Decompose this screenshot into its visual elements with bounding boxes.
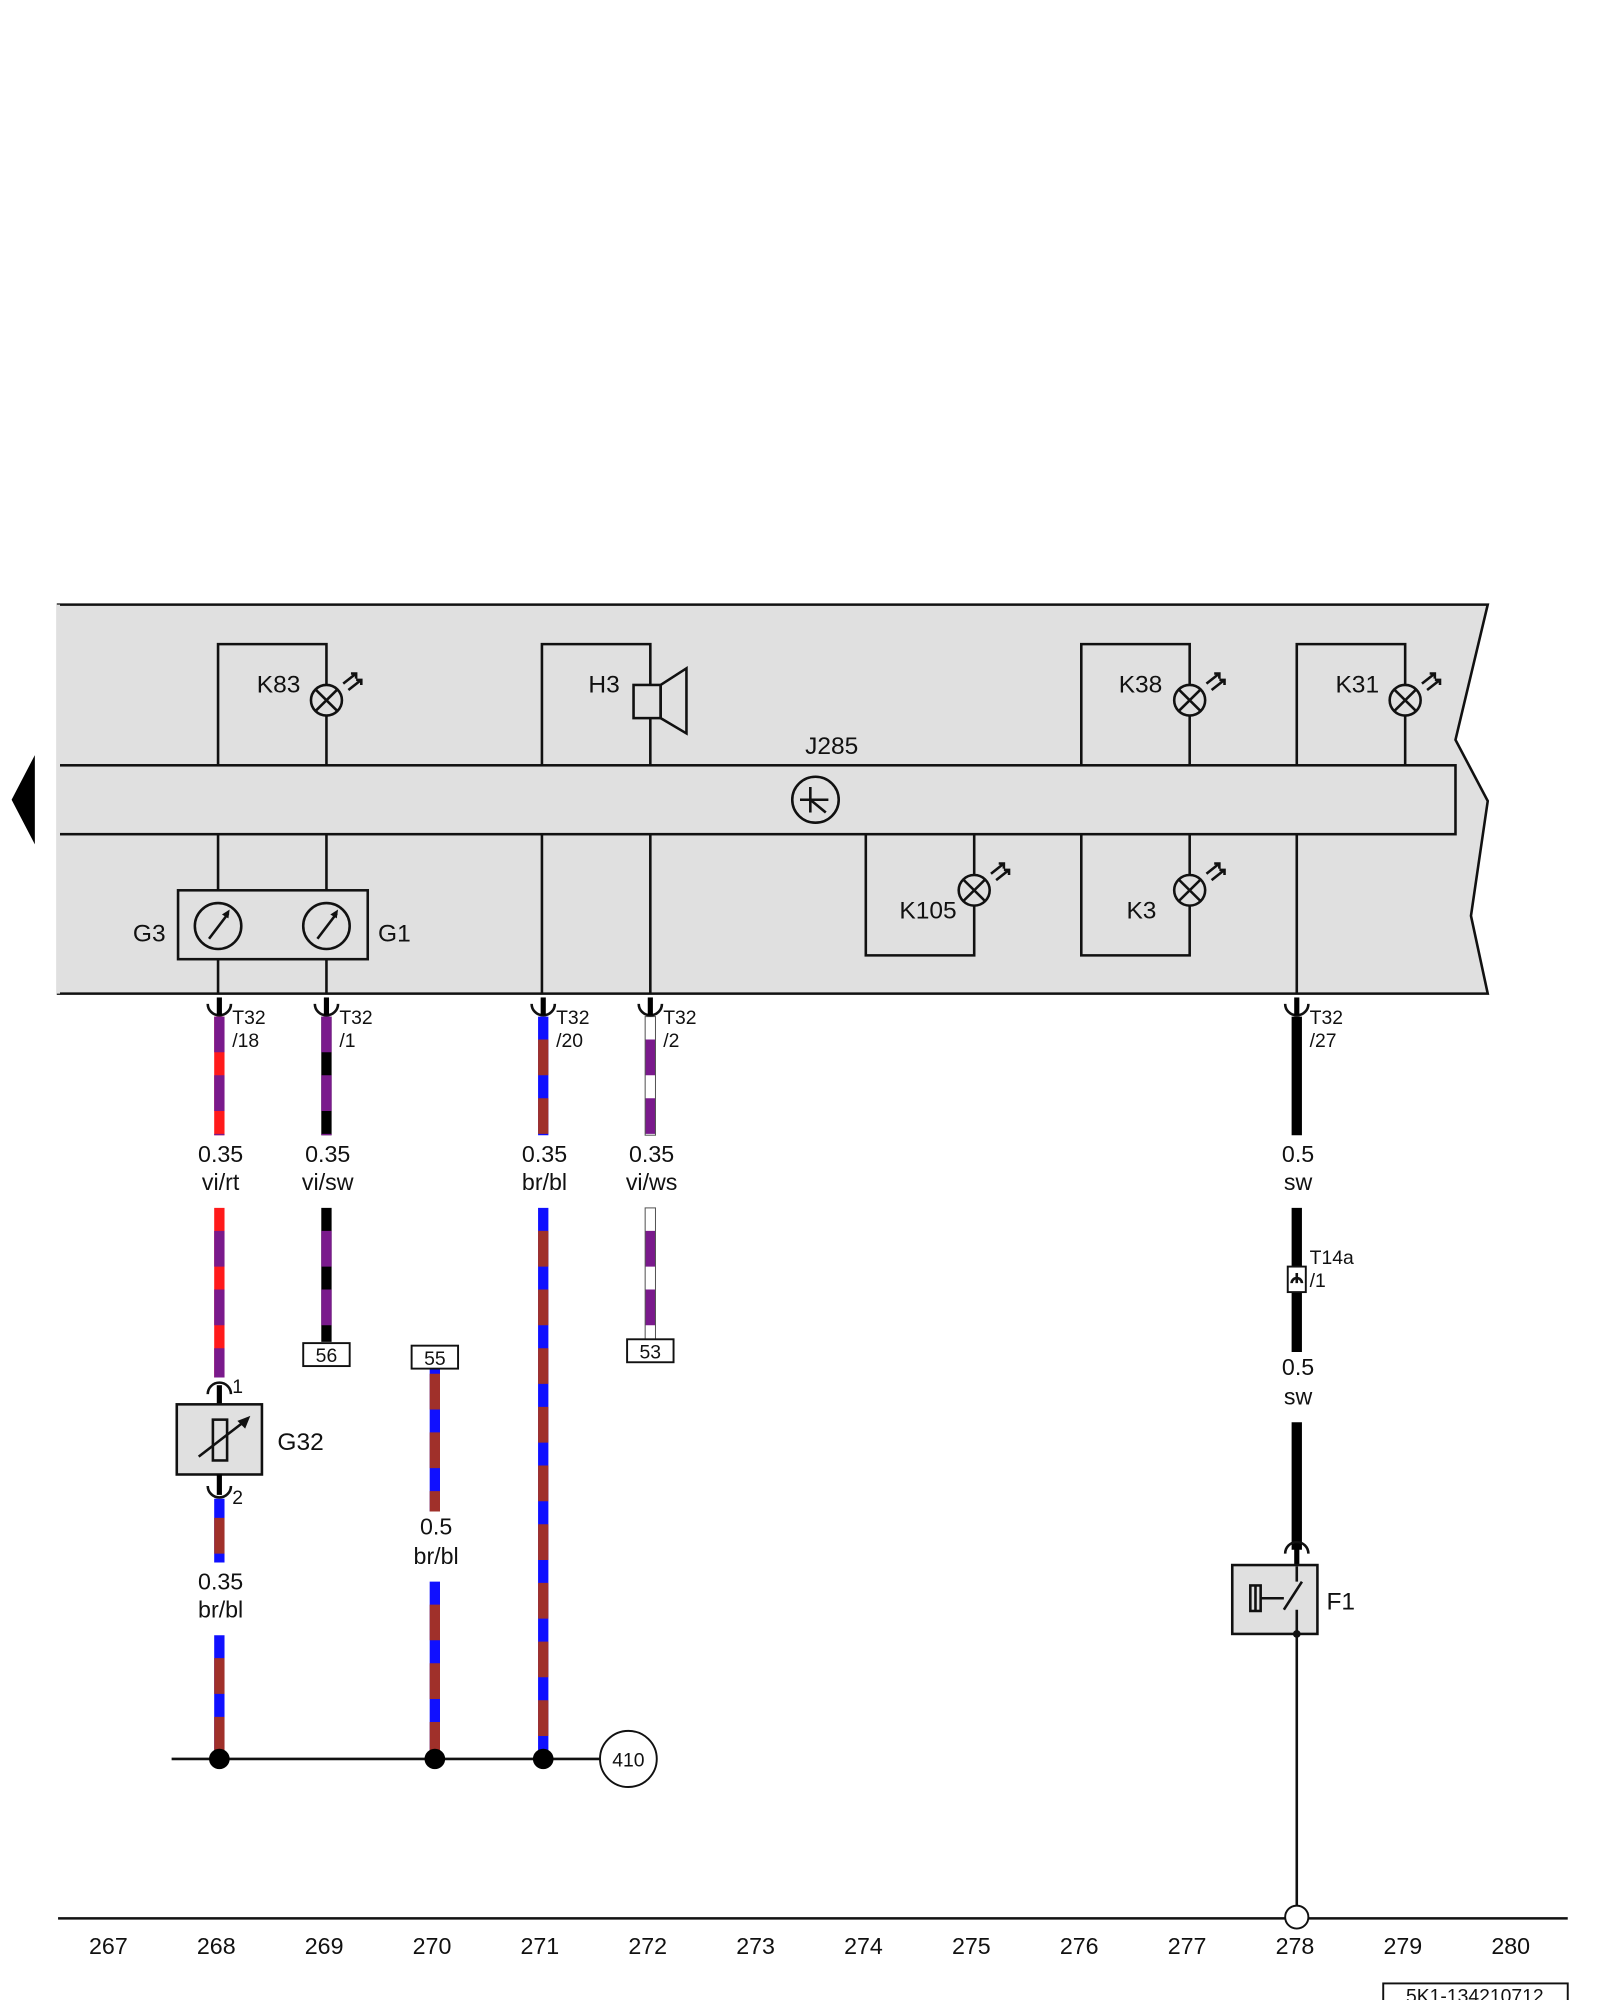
j285-bus-bar — [56, 764, 1457, 836]
svg-text:0.5: 0.5 — [420, 1514, 452, 1540]
track-number: 274 — [844, 1933, 883, 1959]
svg-text:/2: /2 — [663, 1031, 679, 1052]
g32-label: G32 — [277, 1429, 323, 1456]
f1-label: F1 — [1326, 1589, 1355, 1616]
svg-text:0.35: 0.35 — [629, 1141, 674, 1167]
svg-text:vi/rt: vi/rt — [202, 1169, 240, 1195]
k31-label: K31 — [1335, 672, 1379, 699]
g1-label: G1 — [378, 920, 411, 947]
g3-g1-gauges: G3 G1 — [133, 834, 411, 994]
k3-label: K3 — [1126, 897, 1156, 924]
svg-text:vi/ws: vi/ws — [626, 1169, 678, 1195]
connector-t14a: T14a/1 — [1286, 1248, 1354, 1294]
wire-vi-ws[interactable] — [644, 1016, 656, 1340]
track-number: 278 — [1276, 1933, 1315, 1959]
k31-warning-lamp: K31 — [1295, 642, 1442, 766]
j285-control-unit: J285 — [790, 733, 858, 824]
svg-text:0.5: 0.5 — [1282, 1141, 1314, 1167]
track-number: 270 — [413, 1933, 452, 1959]
svg-text:53: 53 — [640, 1343, 662, 1364]
svg-text:T32: T32 — [556, 1008, 589, 1029]
f1-switch: F1 — [1230, 1540, 1355, 1638]
svg-text:/20: /20 — [556, 1031, 583, 1052]
connector-t32-2: T32/2 — [637, 997, 697, 1052]
track-number: 267 — [89, 1933, 128, 1959]
svg-text:sw: sw — [1284, 1383, 1313, 1409]
track-number: 269 — [305, 1933, 344, 1959]
svg-text:0.5: 0.5 — [1282, 1354, 1314, 1380]
track-number: 271 — [521, 1933, 560, 1959]
svg-text:br/bl: br/bl — [414, 1543, 459, 1569]
svg-text:/27: /27 — [1310, 1031, 1337, 1052]
k83-label: K83 — [257, 672, 301, 699]
track-number: 279 — [1383, 1933, 1422, 1959]
track-number: 273 — [736, 1933, 775, 1959]
track-number: 277 — [1168, 1933, 1207, 1959]
svg-text:/1: /1 — [339, 1031, 355, 1052]
k38-label: K38 — [1119, 672, 1163, 699]
track-number: 275 — [952, 1933, 991, 1959]
svg-text:vi/sw: vi/sw — [302, 1169, 354, 1195]
svg-text:0.35: 0.35 — [198, 1568, 243, 1594]
k83-warning-lamp: K83 — [216, 642, 363, 766]
track-junction — [1284, 1904, 1310, 1930]
connector-t32-18: T32/18 — [206, 997, 266, 1052]
svg-text:55: 55 — [424, 1349, 446, 1370]
terminal-56[interactable]: 56 — [302, 1342, 351, 1367]
current-track-numbers: 267 268 269 270 271 272 273 274 275 276 277 278 279 2… — [89, 1933, 1530, 1959]
drawing-code: 5K1-134210712 — [1406, 1987, 1544, 2000]
connector-t32-27: T32/27 — [1283, 997, 1343, 1052]
svg-text:2: 2 — [232, 1488, 243, 1509]
svg-text:T14a: T14a — [1310, 1248, 1354, 1269]
connector-t32-1: T32/1 — [313, 997, 373, 1052]
svg-text:T32: T32 — [232, 1008, 265, 1029]
terminal-53[interactable]: 53 — [626, 1338, 675, 1364]
light-emission-icon — [342, 672, 363, 692]
svg-text:T32: T32 — [663, 1008, 696, 1029]
svg-text:/1: /1 — [1310, 1271, 1326, 1292]
track-number: 268 — [197, 1933, 236, 1959]
h3-buzzer: H3 — [540, 642, 688, 766]
svg-text:1: 1 — [232, 1377, 243, 1398]
k3-warning-lamp: K3 — [1080, 834, 1226, 957]
svg-text:br/bl: br/bl — [522, 1169, 567, 1195]
track-number: 280 — [1491, 1933, 1530, 1959]
terminal-55[interactable]: 55 — [410, 1344, 460, 1370]
k38-warning-lamp: K38 — [1080, 642, 1226, 766]
ground-ref-label[interactable]: 410 — [612, 1751, 644, 1772]
svg-text:0.35: 0.35 — [198, 1141, 243, 1167]
svg-text:sw: sw — [1284, 1169, 1313, 1195]
svg-text:/18: /18 — [232, 1031, 259, 1052]
continuation-arrow-icon[interactable] — [11, 755, 35, 845]
svg-text:T32: T32 — [339, 1008, 372, 1029]
track-number: 272 — [628, 1933, 667, 1959]
j285-label: J285 — [805, 733, 858, 760]
svg-text:0.35: 0.35 — [305, 1141, 350, 1167]
svg-text:56: 56 — [316, 1346, 338, 1367]
svg-text:0.35: 0.35 — [522, 1141, 567, 1167]
track-number: 276 — [1060, 1933, 1099, 1959]
connector-t32-20: T32/20 — [530, 997, 589, 1052]
svg-text:br/bl: br/bl — [198, 1596, 243, 1622]
k105-warning-lamp: K105 — [864, 834, 1011, 957]
svg-text:T32: T32 — [1310, 1008, 1343, 1029]
h3-label: H3 — [588, 672, 619, 699]
g3-label: G3 — [133, 920, 166, 947]
ground-connection-410: 410 — [171, 1729, 658, 1788]
g32-sender: 1 2 G32 — [175, 1377, 324, 1509]
k105-label: K105 — [899, 897, 956, 924]
